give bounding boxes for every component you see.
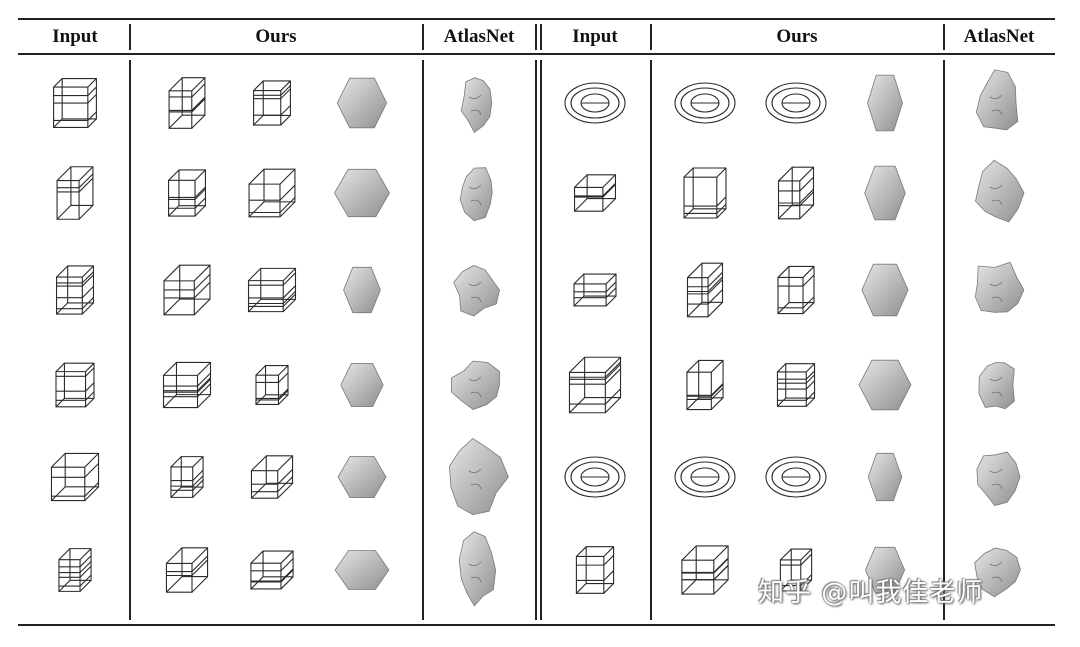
- double-divider-b: [540, 60, 542, 620]
- shape-input-r6-c6: [555, 530, 635, 610]
- shape-ours-r2-c8: [756, 153, 836, 233]
- shape-ours-r1-c2: [147, 63, 227, 143]
- shape-input-r4-c1: [35, 345, 115, 425]
- header-rule: [18, 53, 1055, 55]
- shape-ours-r2-c2: [147, 153, 227, 233]
- shape-atlasnet-r4-c10: [958, 345, 1038, 425]
- shape-ours-r5-c2: [147, 437, 227, 517]
- shape-ours-r4-c2: [147, 345, 227, 425]
- shape-ours-r5-c7: [665, 437, 745, 517]
- header-ours-right: Ours: [776, 26, 818, 47]
- shape-ours-r4-c4: [322, 345, 402, 425]
- bottom-rule: [18, 624, 1055, 626]
- divider-ours-atlas-left: [422, 60, 424, 620]
- shape-input-r3-c6: [555, 250, 635, 330]
- header-input-left: Input: [52, 26, 98, 47]
- shape-ours-r1-c9: [845, 63, 925, 143]
- shape-ours-r6-c4: [322, 530, 402, 610]
- shape-atlasnet-r5-c10: [958, 437, 1038, 517]
- shape-ours-r3-c4: [322, 250, 402, 330]
- shape-ours-r3-c3: [232, 250, 312, 330]
- header-ours-left: Ours: [255, 26, 297, 47]
- shape-atlasnet-r6-c5: [437, 530, 517, 610]
- header-input-right: Input: [572, 26, 618, 47]
- shape-input-r1-c1: [35, 63, 115, 143]
- shape-ours-r1-c7: [665, 63, 745, 143]
- shape-input-r6-c1: [35, 530, 115, 610]
- shape-ours-r1-c3: [232, 63, 312, 143]
- shape-ours-r4-c7: [665, 345, 745, 425]
- divider-input-ours-right: [650, 60, 652, 620]
- double-divider-a-header: [535, 24, 537, 50]
- shape-atlasnet-r4-c5: [437, 345, 517, 425]
- shape-ours-r1-c8: [756, 63, 836, 143]
- shape-input-r5-c1: [35, 437, 115, 517]
- header-atlasnet-left: AtlasNet: [443, 26, 515, 47]
- shape-input-r5-c6: [555, 437, 635, 517]
- shape-ours-r4-c9: [845, 345, 925, 425]
- shape-ours-r6-c3: [232, 530, 312, 610]
- shape-ours-r3-c2: [147, 250, 227, 330]
- top-rule: [18, 18, 1055, 20]
- shape-ours-r6-c2: [147, 530, 227, 610]
- shape-atlasnet-r5-c5: [437, 437, 517, 517]
- shape-atlasnet-r3-c10: [958, 250, 1038, 330]
- shape-ours-r1-c4: [322, 63, 402, 143]
- shape-input-r2-c1: [35, 153, 115, 233]
- shape-ours-r3-c9: [845, 250, 925, 330]
- shape-atlasnet-r1-c10: [958, 63, 1038, 143]
- shape-ours-r3-c7: [665, 250, 745, 330]
- divider-ours-atlas-right: [943, 60, 945, 620]
- shape-ours-r6-c8: [756, 530, 836, 610]
- shape-atlasnet-r2-c5: [437, 153, 517, 233]
- shape-ours-r5-c4: [322, 437, 402, 517]
- divider-ours-atlas-left-header: [422, 24, 424, 50]
- shape-ours-r5-c9: [845, 437, 925, 517]
- shape-ours-r4-c8: [756, 345, 836, 425]
- shape-ours-r2-c7: [665, 153, 745, 233]
- header-atlasnet-right: AtlasNet: [963, 26, 1035, 47]
- shape-atlasnet-r1-c5: [437, 63, 517, 143]
- shape-input-r3-c1: [35, 250, 115, 330]
- shape-ours-r2-c3: [232, 153, 312, 233]
- shape-atlasnet-r2-c10: [958, 153, 1038, 233]
- divider-input-ours-right-header: [650, 24, 652, 50]
- shape-input-r4-c6: [555, 345, 635, 425]
- divider-input-ours-left-header: [129, 24, 131, 50]
- divider-input-ours-left: [129, 60, 131, 620]
- shape-input-r2-c6: [555, 153, 635, 233]
- shape-atlasnet-r6-c10: [958, 530, 1038, 610]
- watermark: 知乎 @叫我佳老师: [758, 578, 984, 608]
- shape-input-r1-c6: [555, 63, 635, 143]
- shape-ours-r6-c9: [845, 530, 925, 610]
- shape-ours-r4-c3: [232, 345, 312, 425]
- shape-ours-r5-c3: [232, 437, 312, 517]
- shape-atlasnet-r3-c5: [437, 250, 517, 330]
- shape-ours-r2-c9: [845, 153, 925, 233]
- shape-ours-r3-c8: [756, 250, 836, 330]
- shape-ours-r2-c4: [322, 153, 402, 233]
- double-divider-a: [535, 60, 537, 620]
- double-divider-b-header: [540, 24, 542, 50]
- divider-ours-atlas-right-header: [943, 24, 945, 50]
- shape-ours-r5-c8: [756, 437, 836, 517]
- shape-ours-r6-c7: [665, 530, 745, 610]
